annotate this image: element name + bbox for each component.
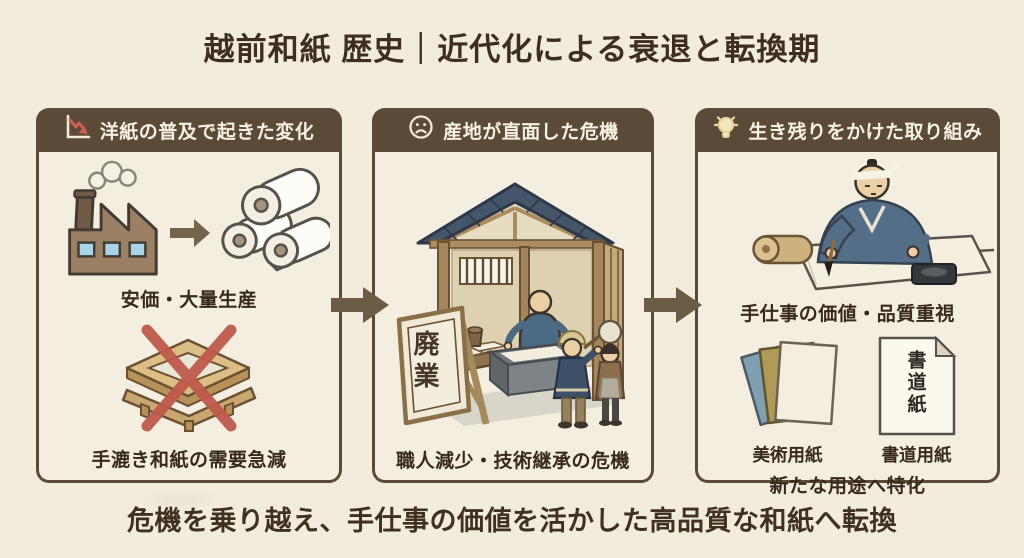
- panel-survival-efforts: 生き残りをかけた取り組み: [695, 108, 1000, 497]
- panel1-header-label: 洋紙の普及で起きた変化: [99, 121, 315, 143]
- factory-icon: [48, 158, 168, 285]
- caption-quality-focus: 手仕事の価値・品質重視: [740, 304, 955, 325]
- paper-fan-icon: [732, 335, 844, 440]
- paper-rolls-icon: [212, 163, 335, 280]
- calligraphy-paper-column: 書道紙 書道用紙: [870, 332, 964, 467]
- cross-mark-icon: [141, 324, 237, 432]
- calligraphy-paper-label: 書道用紙: [881, 445, 952, 465]
- sad-face-icon: [407, 113, 435, 147]
- panel3-header-label: 生き残りをかけた取り組み: [748, 121, 983, 143]
- calligraphy-sheet-text: 書道紙: [904, 350, 926, 416]
- declining-chart-icon: [64, 113, 92, 147]
- footer-conclusion: 危機を乗り越え、手仕事の価値を活かした高品質な和紙へ転換: [127, 506, 897, 536]
- caption-demand-drop: 手漉き和紙の需要急減: [91, 450, 287, 471]
- panel-western-paper-impact: 洋紙の普及で起きた変化: [36, 108, 342, 483]
- flow-arrow-2-icon: [644, 285, 702, 330]
- caption-mass-production: 安価・大量生産: [120, 290, 258, 311]
- flow-arrow-1-icon: [331, 285, 389, 330]
- art-paper-column: 美術用紙: [732, 335, 844, 467]
- panel2-body: 廃業 職人減少・技術継承の危機: [372, 152, 654, 483]
- calligraphy-craftsman-illustration: [700, 156, 996, 299]
- art-paper-label: 美術用紙: [752, 445, 823, 465]
- panel-crisis: 産地が直面した危機: [372, 108, 654, 483]
- caption-new-uses: 新たな用途へ特化: [769, 476, 926, 497]
- panel2-header-label: 産地が直面した危機: [443, 121, 619, 143]
- page-title: 越前和紙 歴史｜近代化による衰退と転換期: [203, 32, 821, 67]
- closing-workshop-illustration: 廃業: [372, 152, 654, 444]
- crossed-paper-frame-illustration: [103, 322, 275, 439]
- panel3-body: 手仕事の価値・品質重視 美術用紙: [695, 152, 1000, 497]
- factory-to-rolls-illustration: [48, 158, 335, 285]
- panel1-header: 洋紙の普及で起きた変化: [36, 108, 342, 152]
- caption-craftsman-decline: 職人減少・技術継承の危機: [395, 451, 630, 472]
- production-arrow-icon: [170, 216, 210, 255]
- specialized-papers-illustration: 美術用紙 書道紙 書道用紙: [732, 332, 964, 467]
- panel1-body: 安価・大量生産 手漉き和紙の需要急減: [36, 152, 342, 483]
- panel2-header: 産地が直面した危機: [372, 108, 654, 152]
- calligraphy-sheet-icon: 書道紙: [870, 332, 964, 440]
- panel3-header: 生き残りをかけた取り組み: [695, 108, 1000, 152]
- lightbulb-icon: [712, 113, 740, 147]
- closure-sign-text: 廃業: [410, 330, 440, 394]
